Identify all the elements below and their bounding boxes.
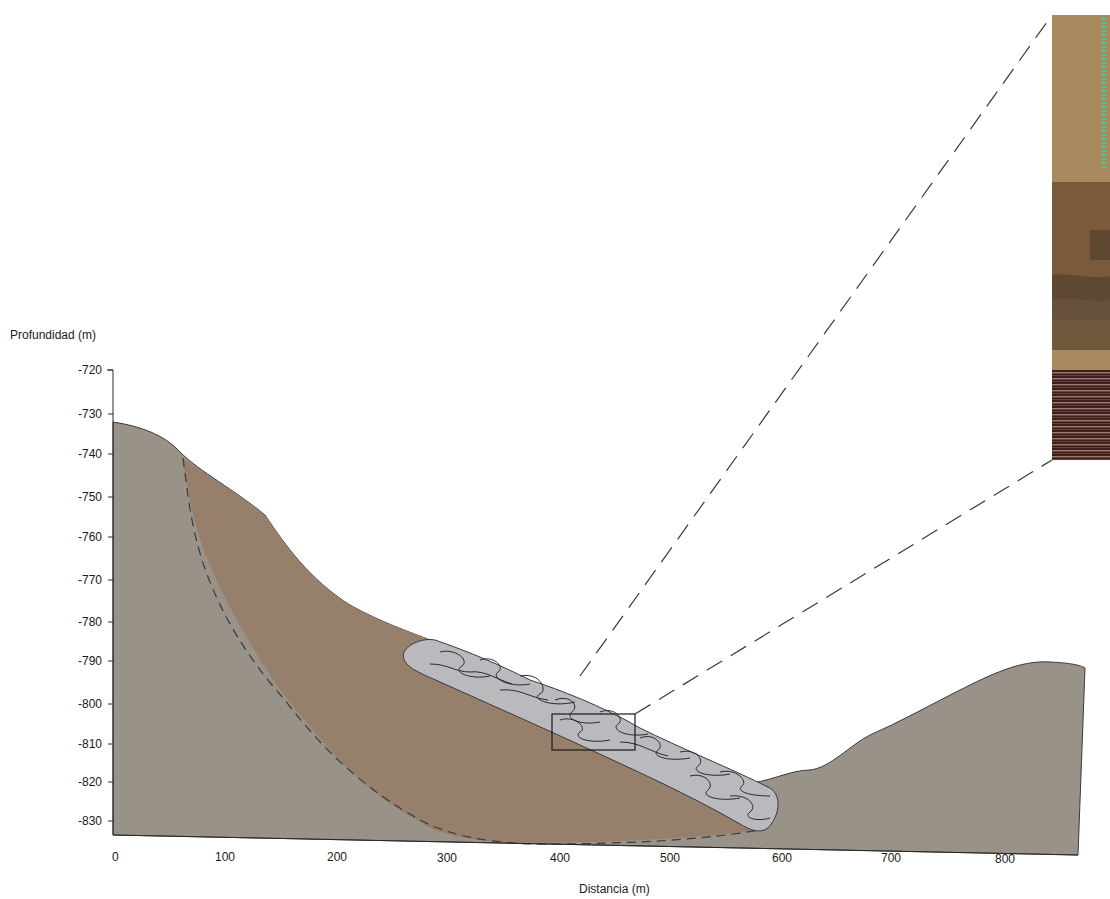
tick-label: -720 xyxy=(78,363,102,377)
tick-label: -760 xyxy=(78,530,102,544)
tick-label: -780 xyxy=(78,615,102,629)
tick-label: 400 xyxy=(550,851,570,865)
tick-label: -750 xyxy=(78,490,102,504)
tick-label: 0 xyxy=(112,850,119,864)
flow-folds xyxy=(430,651,770,819)
tick xyxy=(108,537,113,538)
y-axis xyxy=(107,370,113,835)
axis-title: Distancia (m) xyxy=(579,882,650,896)
tick xyxy=(108,370,113,371)
tick-label: 300 xyxy=(437,851,457,865)
tick-label: -800 xyxy=(78,697,102,711)
tick-label: 100 xyxy=(215,850,235,864)
tick xyxy=(108,704,113,705)
tick-label: 200 xyxy=(327,850,347,864)
leader-line xyxy=(635,460,1052,714)
tick xyxy=(108,782,113,783)
x-axis xyxy=(113,835,1078,855)
leader-line xyxy=(580,15,1052,676)
tick-label: -730 xyxy=(78,407,102,421)
tick-label: -740 xyxy=(78,447,102,461)
tick xyxy=(108,497,113,498)
tick-label: 800 xyxy=(995,852,1015,866)
debris-lobe xyxy=(403,640,778,831)
tick-label: -830 xyxy=(78,814,102,828)
tick xyxy=(108,622,113,623)
core-inset xyxy=(1052,15,1110,460)
tick xyxy=(108,454,113,455)
inset-frame xyxy=(552,714,635,750)
tick-label: -820 xyxy=(78,775,102,789)
y-ticks xyxy=(108,370,113,821)
tick-label: 700 xyxy=(881,851,901,865)
tick-label: -810 xyxy=(78,737,102,751)
tick xyxy=(108,580,113,581)
tick-label: 500 xyxy=(660,851,680,865)
tick-label: -770 xyxy=(78,573,102,587)
axis-title: Profundidad (m) xyxy=(10,328,96,342)
tick-label: -790 xyxy=(78,654,102,668)
bedrock xyxy=(113,422,1085,855)
tick xyxy=(108,414,113,415)
tick xyxy=(108,821,113,822)
tick-label: 600 xyxy=(772,851,792,865)
tick xyxy=(108,661,113,662)
tick xyxy=(108,744,113,745)
